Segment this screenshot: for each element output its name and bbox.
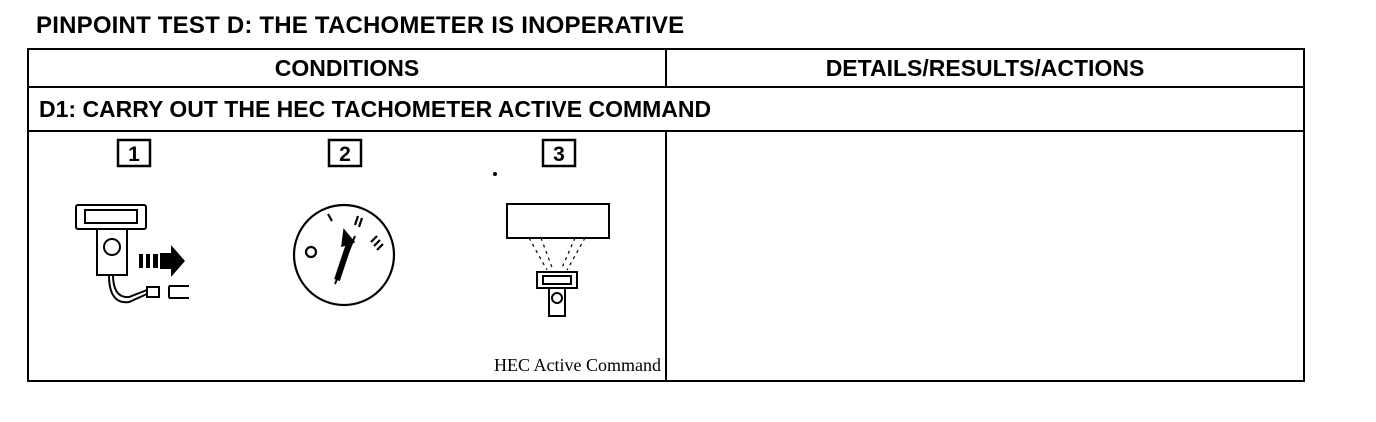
pinpoint-test-table: CONDITIONS DETAILS/RESULTS/ACTIONS D1: C…	[27, 48, 1305, 382]
conditions-header: CONDITIONS	[29, 50, 667, 88]
diagnostic-tool-connect-icon	[75, 204, 189, 304]
details-header: DETAILS/RESULTS/ACTIONS	[667, 50, 1303, 88]
step-title: D1: CARRY OUT THE HEC TACHOMETER ACTIVE …	[29, 88, 1303, 132]
step-3-badge: 3	[541, 138, 577, 168]
illustration-caption: HEC Active Command	[494, 355, 661, 375]
ignition-switch-icon	[292, 203, 396, 307]
conditions-cell: 1 2 3	[29, 132, 667, 380]
step-1-badge: 1	[116, 138, 152, 168]
step-2-number: 2	[339, 143, 351, 166]
step-2-badge: 2	[327, 138, 363, 168]
step-illustrations: 1 2 3	[75, 138, 610, 317]
step-3-number: 3	[553, 143, 565, 166]
details-cell	[667, 132, 1303, 380]
tool-display-icon	[493, 172, 610, 317]
page-title: PINPOINT TEST D: THE TACHOMETER IS INOPE…	[36, 12, 685, 39]
step-1-number: 1	[128, 143, 140, 166]
